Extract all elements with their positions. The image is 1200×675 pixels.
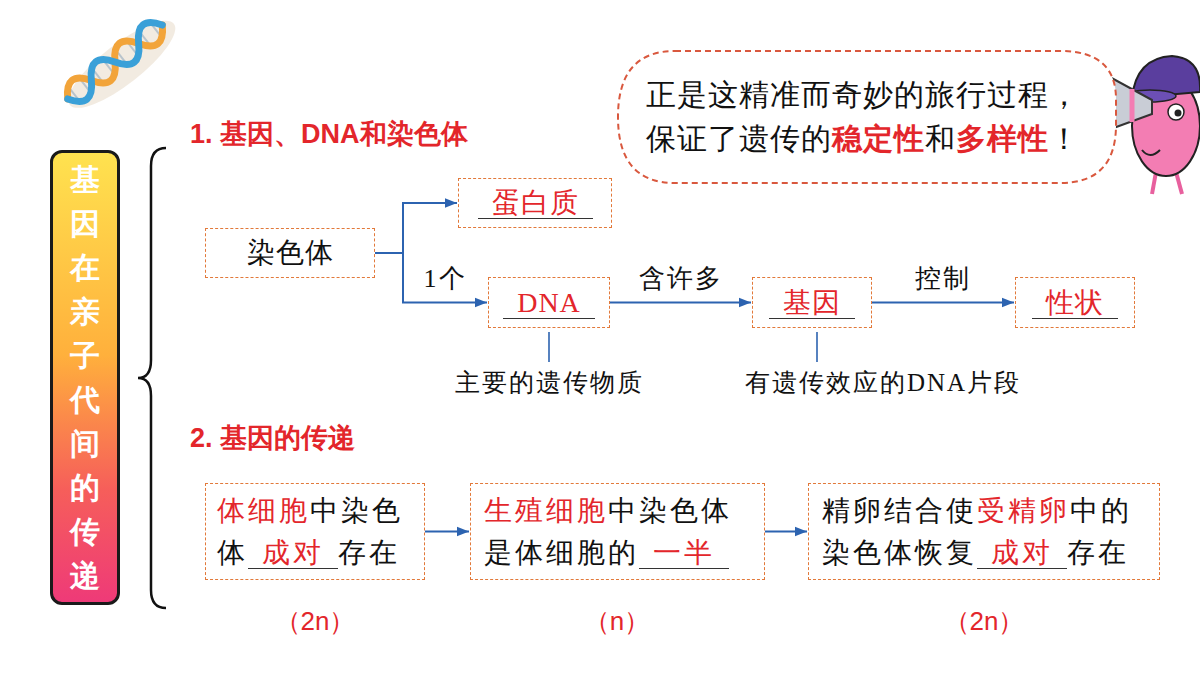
curly-brace: [138, 148, 166, 608]
bubble-outline-path: [618, 51, 1116, 183]
node-text: 体细胞中染色体成对存在: [217, 490, 413, 574]
ploidy-mark: （n）: [584, 604, 650, 639]
flow-arrow: [610, 302, 751, 304]
text-run: 一半: [639, 537, 729, 569]
text-run: 存在: [1067, 537, 1129, 568]
concept-box: 性状: [1015, 277, 1135, 328]
text-run: 蛋白质: [478, 187, 593, 219]
flow-arrow: [872, 302, 1014, 304]
annotation: 主要的遗传物质: [455, 366, 644, 399]
flow-arrow: [765, 531, 807, 533]
concept-box: 蛋白质: [458, 178, 612, 228]
node-text: 基因: [769, 282, 855, 324]
node-text: 生殖细胞中染色体是体细胞的一半: [484, 490, 752, 574]
node-text: 蛋白质: [478, 182, 593, 224]
stage-box: 生殖细胞中染色体是体细胞的一半: [470, 483, 765, 580]
dna-illustration: [58, 8, 187, 121]
ploidy-mark: （2n）: [275, 604, 356, 639]
text-run: ！: [1049, 122, 1080, 155]
edge-label: 控制: [915, 260, 971, 295]
text-run: 生殖细胞: [484, 495, 608, 526]
text-run: 存在: [338, 537, 400, 568]
concept-box: 基因: [752, 277, 872, 328]
concept-box: DNA: [488, 277, 610, 328]
flow-arrow: [375, 253, 487, 303]
text-run: 多样性: [956, 122, 1049, 155]
text-run: 和: [925, 122, 956, 155]
text-run: 成对: [248, 537, 338, 569]
text-run: 体细胞: [217, 495, 310, 526]
text-run: 性状: [1032, 287, 1118, 319]
node-text: 性状: [1032, 282, 1118, 324]
text-run: 成对: [977, 537, 1067, 569]
node-text: 精卵结合使受精卵中的染色体恢复成对存在: [822, 490, 1146, 574]
annotation: 有遗传效应的DNA片段: [745, 366, 1021, 399]
ploidy-mark: （2n）: [944, 604, 1025, 639]
bubble-outline: [615, 48, 1120, 186]
text-run: DNA: [503, 287, 595, 319]
text-run: 精卵结合使: [822, 495, 977, 526]
title-band: 基因在亲子代间的传递: [50, 150, 120, 605]
flow-arrow: [375, 203, 457, 253]
speech-bubble: 正是这精准而奇妙的旅行过程，保证了遗传的稳定性和多样性！: [615, 48, 1120, 186]
flow-arrow: [425, 531, 469, 533]
stage-box: 精卵结合使受精卵中的染色体恢复成对存在: [808, 483, 1160, 580]
leader-lines: [549, 332, 817, 362]
node-text: DNA: [503, 282, 595, 324]
edge-label: 含许多: [639, 260, 723, 295]
edge-label: 1个: [424, 260, 467, 295]
node-text: 染色体: [247, 232, 334, 274]
section-heading: 2. 基因的传递: [190, 420, 355, 456]
node-text: 基因在亲子代间的传递: [67, 158, 103, 598]
text-run: 稳定性: [832, 122, 925, 155]
stage-box: 体细胞中染色体成对存在: [205, 483, 425, 580]
section-heading: 1. 基因、DNA和染色体: [190, 116, 468, 152]
concept-box: 染色体: [205, 228, 375, 278]
text-run: 受精卵: [977, 495, 1070, 526]
node-text: 正是这精准而奇妙的旅行过程，保证了遗传的稳定性和多样性！: [646, 73, 1090, 161]
text-run: 基因: [769, 287, 855, 319]
